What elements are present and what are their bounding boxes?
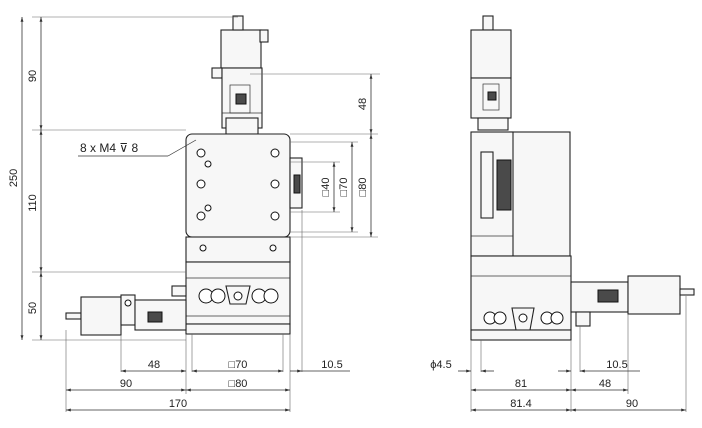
dim-side-90: 90 xyxy=(626,398,638,410)
side-view: ϕ4.5 10.5 81 48 81.4 90 xyxy=(430,15,695,412)
dim-side-48: 48 xyxy=(599,378,611,390)
base-stage xyxy=(185,261,291,335)
dim-motor-offset: 48 xyxy=(357,98,369,110)
side-base xyxy=(470,255,572,341)
dim-table-size: 110 xyxy=(27,194,39,212)
top-motor xyxy=(211,15,269,135)
dim-sq80: □80 xyxy=(357,178,369,197)
dim-bottom-sq80: □80 xyxy=(229,378,248,390)
dim-motor-height: 90 xyxy=(27,70,39,82)
dim-side-814: 81.4 xyxy=(510,398,531,410)
front-view: 250 90 110 50 48 8 x M4 ⊽ 8 □40 □70 □80 xyxy=(8,15,380,412)
dim-bottom-sq70: □70 xyxy=(229,359,248,371)
dim-bottom-90: 90 xyxy=(120,378,132,390)
square-table xyxy=(185,133,303,263)
dim-side-105: 10.5 xyxy=(606,359,627,371)
side-motor xyxy=(65,285,187,336)
tapped-holes-label: 8 x M4 ⊽ 8 xyxy=(80,141,138,155)
side-body xyxy=(470,131,571,257)
dim-bottom-105: 10.5 xyxy=(321,359,342,371)
dim-sq40: □40 xyxy=(320,178,332,197)
dim-overall-width: 170 xyxy=(169,398,187,410)
dim-overall-height: 250 xyxy=(8,169,20,187)
dim-sq70: □70 xyxy=(338,178,350,197)
dim-base-height: 50 xyxy=(27,302,39,314)
dim-diameter: ϕ4.5 xyxy=(430,359,451,371)
dim-side-81: 81 xyxy=(515,378,527,390)
side-right-motor xyxy=(570,275,695,327)
dim-bottom-48: 48 xyxy=(148,359,160,371)
side-top-motor xyxy=(470,15,512,131)
